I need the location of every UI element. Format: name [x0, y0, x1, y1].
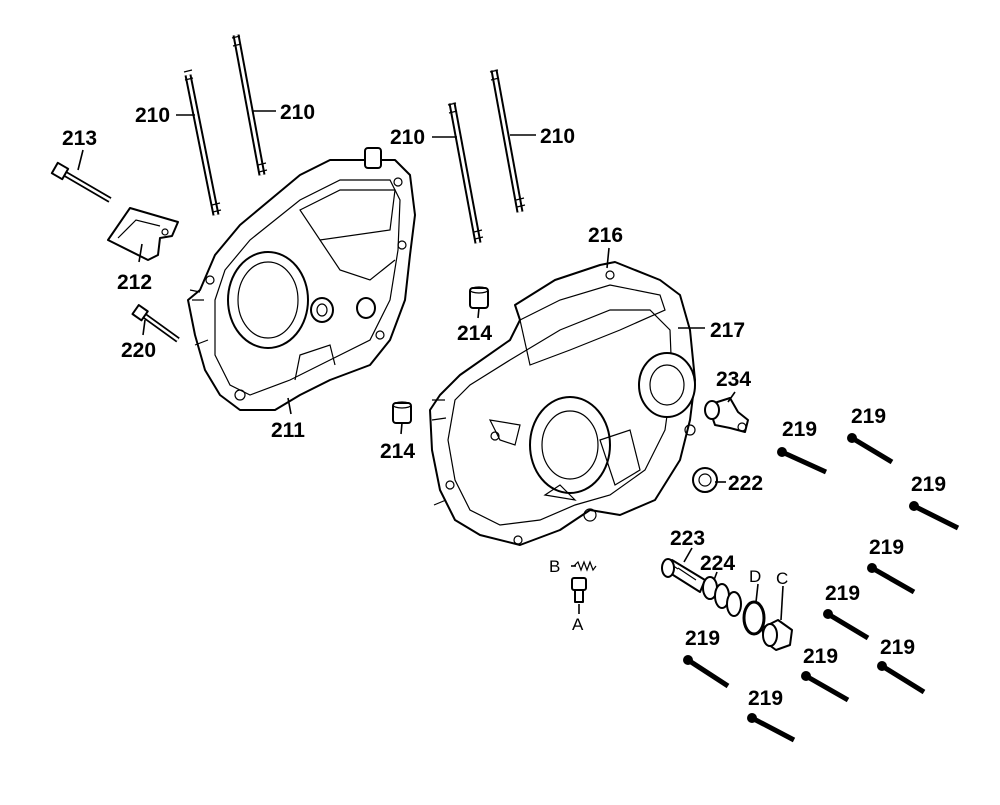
bracket-212: [107, 207, 179, 261]
label-219-5: 219: [825, 582, 860, 605]
label-223: 223: [670, 527, 705, 550]
label-210-a: 210: [135, 104, 170, 127]
stud-210-left-2: [231, 34, 268, 176]
bolt-213: [50, 161, 112, 203]
label-211: 211: [271, 419, 305, 442]
label-219-3: 219: [911, 473, 946, 496]
bolt-220: [131, 304, 180, 343]
bolt-219-9: [747, 713, 796, 743]
label-214-upper: 214: [457, 322, 492, 345]
label-217: 217: [710, 319, 745, 342]
leader-lines: [77, 110, 784, 621]
left-crankcase-half: [187, 147, 416, 411]
seal-222: [692, 467, 718, 493]
label-224: 224: [700, 552, 735, 575]
label-210-c: 210: [390, 126, 425, 149]
oring-d: [742, 600, 766, 636]
bolt-219-6: [877, 661, 926, 695]
label-219-1: 219: [782, 418, 817, 441]
part-labels: 210 210 210 210 213 212 220 214 214 211 …: [62, 101, 946, 710]
oring-224: [702, 576, 742, 617]
dowel-214-upper: [469, 286, 489, 309]
label-210-d: 210: [540, 125, 575, 148]
bolt-219-1: [777, 447, 828, 475]
label-220: 220: [121, 339, 156, 362]
label-219-6: 219: [880, 636, 915, 659]
stud-210-right-2: [489, 69, 526, 213]
bolt-219-3: [909, 501, 960, 531]
bolt-219-8: [801, 671, 850, 703]
bolt-219-2: [847, 433, 894, 465]
stud-210-left-1: [183, 69, 222, 216]
bolt-219-5: [823, 609, 870, 641]
label-219-2: 219: [851, 405, 886, 428]
label-216: 216: [588, 224, 623, 247]
plug-a: [571, 577, 587, 603]
stud-210-right-1: [447, 102, 484, 244]
drain-cap-c: [761, 619, 793, 651]
label-214-lower: 214: [380, 440, 415, 463]
strainer-223: [661, 558, 706, 593]
label-b: B: [549, 557, 560, 576]
dowel-214-lower: [392, 401, 412, 424]
label-219-9: 219: [748, 687, 783, 710]
label-210-b: 210: [280, 101, 315, 124]
bolt-219-7: [683, 655, 730, 689]
label-c: C: [776, 569, 788, 588]
label-213: 213: [62, 127, 97, 150]
right-crankcase-half: [429, 261, 696, 546]
label-234: 234: [716, 368, 751, 391]
label-219-4: 219: [869, 536, 904, 559]
label-a: A: [572, 615, 584, 634]
fitting-234: [704, 397, 749, 433]
label-212: 212: [117, 271, 152, 294]
label-d: D: [749, 567, 761, 586]
label-219-8: 219: [803, 645, 838, 668]
label-222: 222: [728, 472, 763, 495]
spring-b: [573, 560, 597, 572]
label-219-7: 219: [685, 627, 720, 650]
bolt-219-4: [867, 563, 916, 595]
bolts-219: [683, 433, 960, 743]
